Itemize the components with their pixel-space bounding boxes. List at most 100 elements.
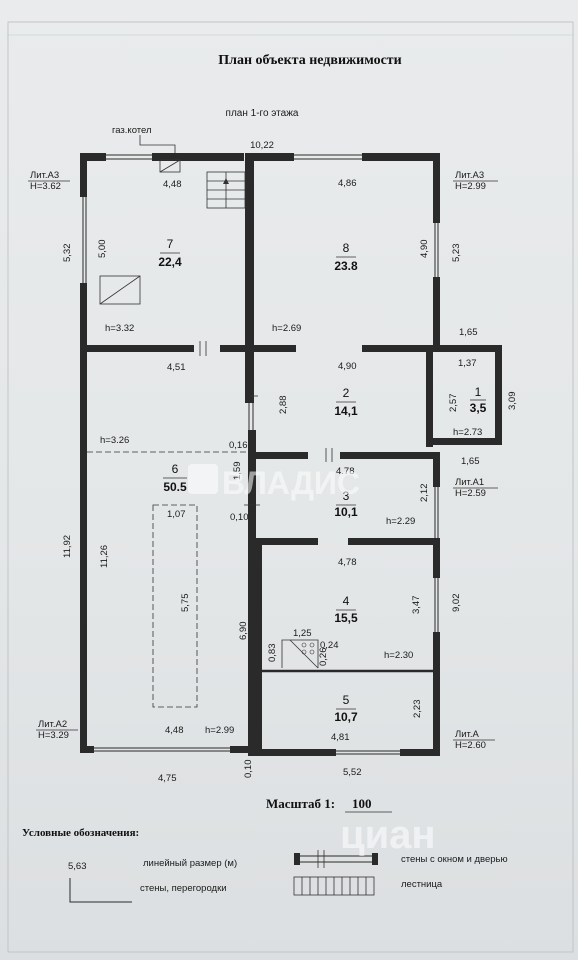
dim-stair-c: 0,26 — [318, 648, 329, 667]
dim-ext-top: 1,65 — [459, 327, 478, 338]
boiler-icon — [159, 159, 181, 173]
room-6-depth: 11,26 — [99, 545, 110, 568]
legend-wall-sample — [69, 878, 132, 903]
vladis-watermark: ВЛАДИС — [188, 464, 360, 501]
dim-mid-d: 0,10 — [243, 760, 254, 779]
dashed-pit — [152, 504, 198, 708]
room-1-width: 1,37 — [458, 358, 477, 369]
liter-a2: Лит.А2 — [38, 719, 67, 730]
room-1-depth: 2,57 — [448, 394, 459, 413]
dim-ext-bottom: 1,65 — [461, 456, 480, 467]
room-8-area: 23.8 — [334, 259, 358, 273]
floor-label: план 1-го этажа — [226, 108, 299, 119]
legend-title: Условные обозначения: — [22, 827, 139, 839]
room-5-area: 10,7 — [334, 710, 358, 724]
dim-mid-a: 0,16 — [229, 440, 248, 451]
legend-stairs: лестница — [401, 879, 443, 890]
liter-a3-right: Лит.А3 — [455, 170, 484, 181]
room-5-height: h=2.99 — [205, 725, 234, 736]
room-7-depth: 5,00 — [97, 240, 108, 259]
room-3-number: 3 — [343, 489, 350, 503]
room-4-depth: 3,47 — [411, 596, 422, 615]
room-7-number: 7 — [167, 237, 174, 251]
room-3-height: h=2.29 — [386, 516, 415, 527]
room-2-width: 4,90 — [338, 361, 357, 372]
dim-bottom-inner: 4,48 — [165, 725, 184, 736]
room-5-number: 5 — [343, 693, 350, 707]
dim-left-full: 11,92 — [62, 535, 73, 558]
room-1-height: h=2.73 — [453, 427, 482, 438]
overall-width: 10,22 — [250, 140, 274, 151]
stairs-room4 — [281, 639, 319, 669]
boiler-label: газ.котел — [112, 125, 152, 136]
stairs-top — [206, 171, 246, 209]
cian-watermark: циан — [340, 813, 436, 857]
dim-stair-a: 0,83 — [267, 644, 278, 663]
room-4-height: h=2.30 — [384, 650, 413, 661]
room-3-depth: 2,12 — [419, 484, 430, 503]
dim-ext-side: 3,09 — [507, 392, 518, 411]
liter-a3-right-height: H=2.99 — [455, 181, 486, 192]
room-5-depth: 2,23 — [412, 700, 423, 719]
dim-mid-c: 0,10 — [230, 512, 249, 523]
dashed-width: 1,07 — [167, 509, 186, 520]
room-3-area: 10,1 — [334, 505, 358, 519]
dim-bottom-right: 5,52 — [343, 767, 362, 778]
dashed-length: 5,75 — [180, 594, 191, 613]
room-labels: 7 22,4 8 23.8 2 14,1 1 3,5 6 50.5 3 10,1… — [158, 237, 486, 724]
dim-right-upper: 5,23 — [451, 244, 462, 263]
fixture-icon — [99, 275, 141, 305]
dim-right-lower: 9,02 — [451, 594, 462, 613]
legend-window-door: стены с окном и дверью — [401, 854, 508, 865]
liter-a3-left-height: H=3.62 — [30, 181, 61, 192]
legend-sample-value: 5,63 — [68, 861, 87, 872]
liter-a1: Лит.А1 — [455, 477, 484, 488]
scale-label: Масштаб 1: — [266, 796, 335, 811]
liter-a2-height: H=3.29 — [38, 730, 69, 741]
legend-walls: стены, перегородки — [140, 883, 227, 894]
vladis-watermark-text: ВЛАДИС — [222, 465, 360, 501]
legend-window-door-icon — [294, 850, 378, 868]
liter-a1-height: H=2.59 — [455, 488, 486, 499]
room-2-number: 2 — [343, 386, 350, 400]
vladis-logo-icon — [188, 464, 218, 494]
room-8-width: 4,86 — [338, 178, 357, 189]
dim-stair-b: 0,24 — [320, 640, 339, 651]
sheet-frame — [7, 21, 574, 953]
scale-value: 100 — [352, 796, 372, 811]
dim-left-upper: 5,32 — [62, 244, 73, 263]
liter-a: Лит.А — [455, 729, 479, 740]
legend: Условные обозначения: 5,63 линейный разм… — [22, 827, 508, 903]
cian-watermark-text: циан — [340, 813, 436, 857]
room-1-area: 3,5 — [470, 401, 487, 415]
liter-labels: Лит.А3 H=3.62 Лит.А3 H=2.99 Лит.А1 H=2.5… — [28, 170, 498, 751]
room-8-number: 8 — [343, 241, 350, 255]
room-1-number: 1 — [475, 385, 482, 399]
room-4-number: 4 — [343, 594, 350, 608]
room-5-width: 4,81 — [331, 732, 350, 743]
room-8-depth: 4,90 — [419, 240, 430, 259]
dim-stair-width: 1,25 — [293, 628, 312, 639]
liter-a3-left: Лит.А3 — [30, 170, 59, 181]
room-6-width: 4,51 — [167, 362, 186, 373]
room-6-height: h=3.26 — [100, 435, 129, 446]
room-8-height: h=2.69 — [272, 323, 301, 334]
room-7-width: 4,48 — [163, 179, 182, 190]
liter-a-height: H=2.60 — [455, 740, 486, 751]
dim-inner-vert: 6,90 — [238, 622, 249, 641]
legend-linear: линейный размер (м) — [143, 858, 237, 869]
room-7-height: h=3.32 — [105, 323, 134, 334]
dimensions: 4,48 5,00 h=3.32 4,86 4,90 h=2.69 4,90 2… — [62, 178, 518, 784]
room-6-area: 50.5 — [163, 480, 187, 494]
room-4-width: 4,78 — [338, 557, 357, 568]
walls — [80, 153, 502, 756]
room-2-area: 14,1 — [334, 404, 358, 418]
dim-bottom-left: 4,75 — [158, 773, 177, 784]
room-3-width: 4.78 — [336, 466, 355, 477]
legend-stairs-icon — [293, 876, 375, 896]
room-7-area: 22,4 — [158, 255, 182, 269]
dim-mid-b: 1,59 — [232, 462, 243, 481]
page-title: План объекта недвижимости — [218, 53, 401, 68]
